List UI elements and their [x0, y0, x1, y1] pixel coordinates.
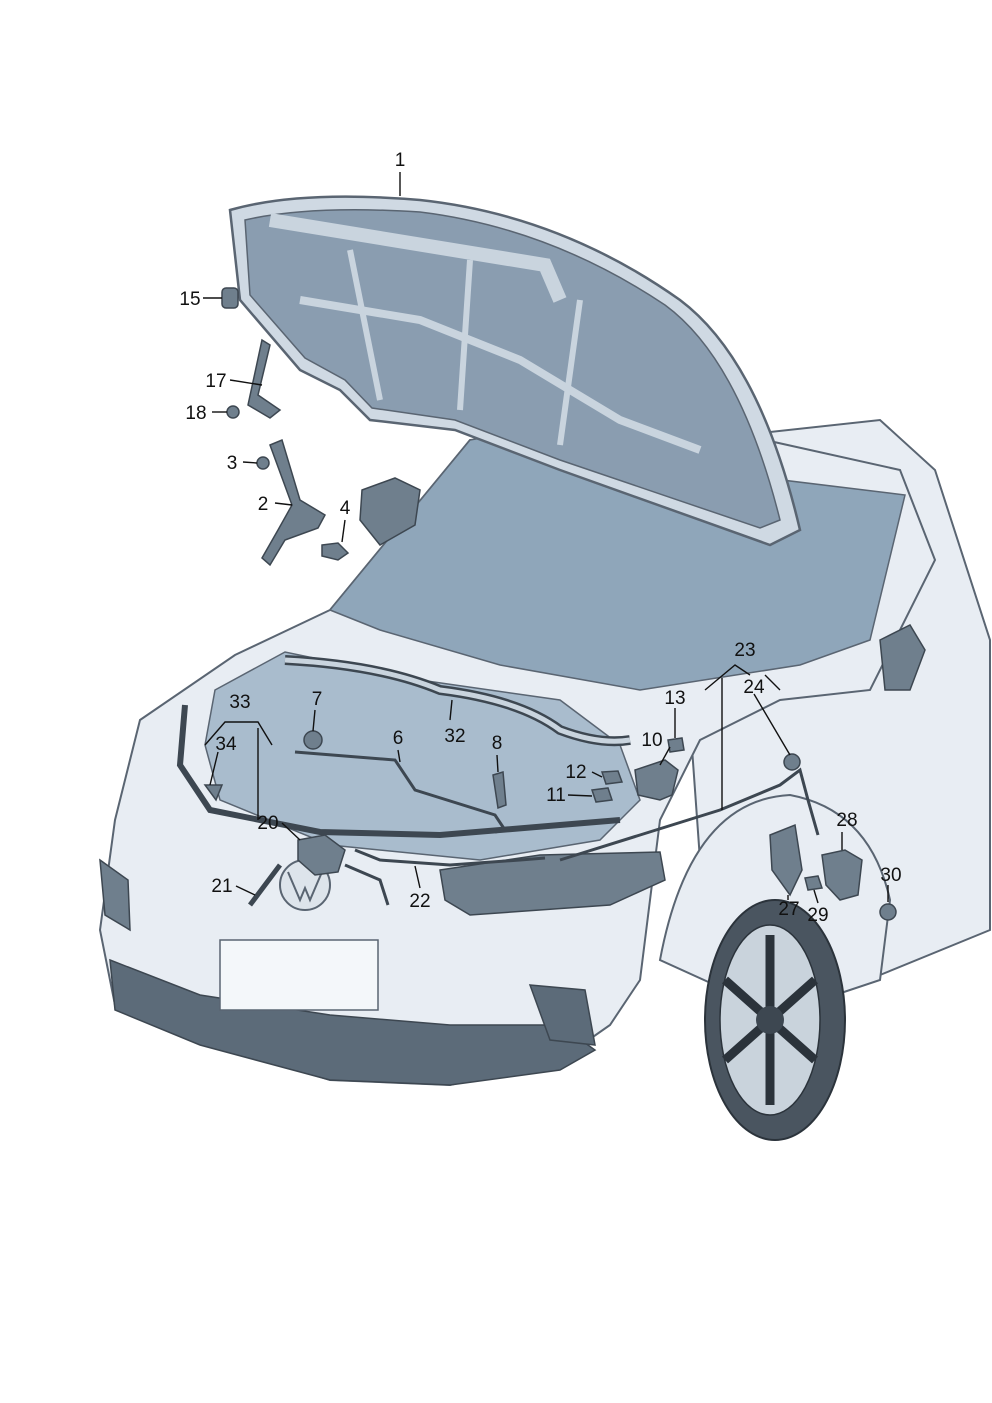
group-brackets [204, 664, 781, 820]
bonnet-rib-3 [347, 249, 583, 446]
bonnet-rib-2 [299, 296, 702, 454]
wheel-hub [756, 1006, 784, 1034]
bonnet [228, 195, 802, 547]
callout-13: 13 [664, 688, 685, 709]
part-28-bracket [821, 849, 863, 901]
lower-vent-right [528, 984, 596, 1046]
part-22-cable-end [344, 863, 390, 906]
bonnet-rib-1 [268, 213, 567, 303]
callout-11: 11 [546, 785, 566, 806]
vw-badge-mark [287, 871, 323, 903]
callout-32: 32 [444, 726, 465, 747]
callout-27: 27 [778, 899, 799, 920]
part-20-lock [297, 834, 346, 876]
headlight-right [439, 851, 666, 916]
callout-33: 33 [229, 692, 250, 713]
callout-7: 7 [312, 689, 323, 710]
callout-21: 21 [211, 876, 232, 897]
callout-10: 10 [641, 730, 662, 751]
part-13-bolt [667, 737, 685, 753]
bonnet-inner [244, 209, 781, 529]
part-27-handle [769, 823, 803, 897]
part-10-lock [634, 759, 679, 801]
part-24-grommet [783, 753, 801, 771]
callout-30: 30 [880, 865, 901, 886]
callout-4: 4 [340, 498, 351, 519]
part-23-cable [559, 767, 820, 862]
part-4-bolt [321, 542, 350, 561]
callout-15: 15 [179, 289, 200, 310]
part-18-nut [226, 405, 240, 419]
part-15-buffer [221, 287, 239, 309]
leader-lines [203, 172, 889, 904]
callout-6: 6 [393, 728, 404, 749]
callout-34: 34 [215, 734, 237, 755]
part-7-clip [303, 730, 323, 750]
headlight-left [99, 858, 131, 932]
license-plate [219, 939, 379, 1011]
bracket-33 [204, 721, 273, 820]
callout-3: 3 [227, 453, 238, 474]
part-21-bolt [248, 863, 282, 907]
callout-2: 2 [258, 494, 269, 515]
part-34-clip [203, 784, 224, 802]
part-11-bolt [590, 787, 614, 803]
part-2-hinge [261, 438, 326, 567]
side-mirror-right [879, 624, 926, 691]
part-33-seal [176, 704, 621, 839]
part-17-hinge-upper [247, 338, 282, 419]
part-8-holder [492, 771, 507, 810]
callout-23: 23 [734, 640, 755, 661]
callout-28: 28 [836, 810, 857, 831]
part-30-nut [879, 903, 897, 921]
part-3-nut [256, 456, 270, 470]
callout-12: 12 [565, 762, 586, 783]
callout-17: 17 [205, 371, 226, 392]
small-parts [176, 287, 897, 921]
callout-8: 8 [492, 733, 503, 754]
callout-29: 29 [807, 905, 828, 926]
callout-labels: 1 2 3 4 6 7 8 10 11 12 13 15 17 18 20 21… [179, 150, 901, 926]
vehicle-body [98, 418, 991, 1141]
callout-18: 18 [185, 403, 206, 424]
part-22-cable [354, 848, 546, 867]
callout-1: 1 [395, 150, 406, 171]
callout-20: 20 [257, 813, 278, 834]
part-32-seal-highlight [284, 657, 631, 744]
part-29-bolt [804, 875, 823, 891]
side-mirror-left [359, 477, 421, 546]
part-12-bolt [600, 770, 624, 785]
callout-24: 24 [743, 677, 765, 698]
callout-22: 22 [409, 891, 430, 912]
lower-grille [109, 958, 597, 1086]
bracket-23 [704, 664, 781, 810]
